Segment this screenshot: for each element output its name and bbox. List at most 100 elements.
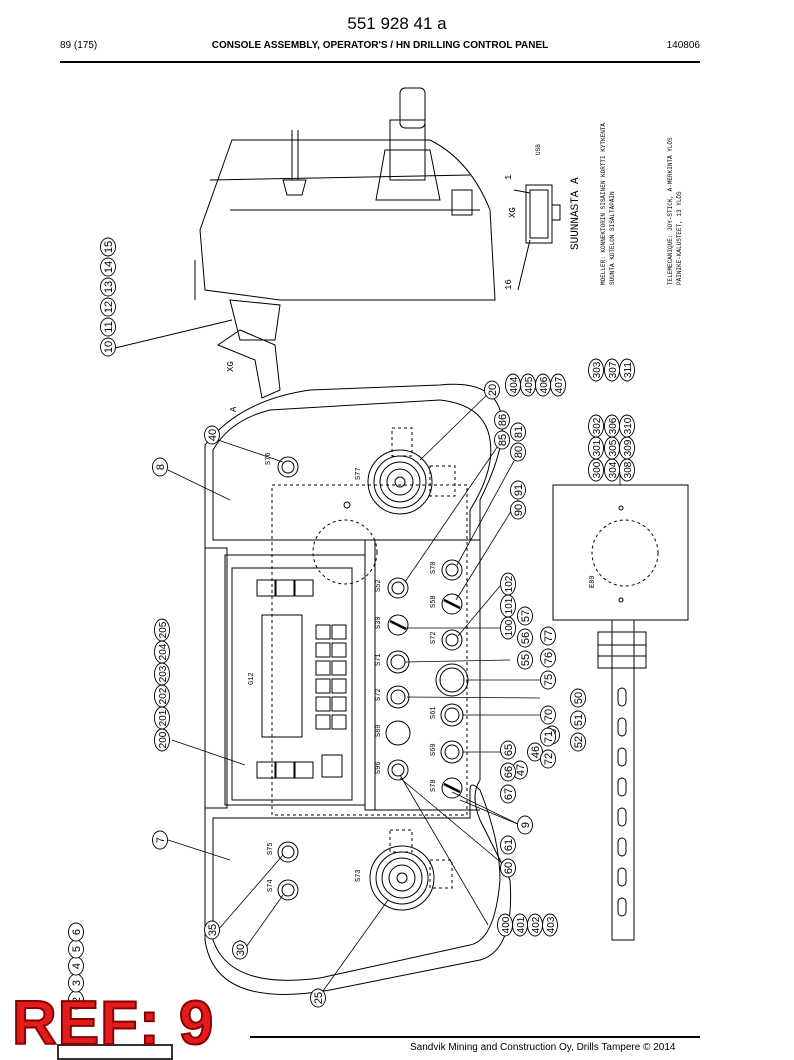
callout-label: 406 — [539, 376, 550, 393]
callout-label: 302 — [592, 417, 603, 434]
callout-label: 75 — [543, 674, 555, 686]
callout-label: 7 — [155, 837, 167, 843]
callout-label: 12 — [103, 301, 115, 313]
callout-35: 35 — [204, 920, 220, 940]
label-s73: S73 — [355, 869, 363, 882]
note-line-1: MOELLER: KONNEKTORIN SISÄINEN KORTTI KYT… — [600, 123, 607, 285]
button-s75 — [277, 841, 299, 863]
document-number: 551 928 41 a — [347, 14, 447, 33]
label-s74: S74 — [267, 879, 275, 892]
callout-310: 310 — [619, 414, 635, 438]
callout-301: 301 — [588, 436, 604, 460]
display-g12 — [256, 579, 347, 779]
callout-13: 13 — [100, 277, 116, 297]
label-e80: E80 — [589, 575, 597, 588]
callout-label: 403 — [546, 916, 557, 933]
callout-label: 72 — [543, 753, 555, 765]
callout-label: 5 — [71, 946, 83, 952]
label-a: A — [229, 406, 239, 412]
callout-307: 307 — [604, 358, 620, 382]
callout-label: 300 — [592, 461, 603, 478]
callout-label: 306 — [608, 417, 619, 434]
callout-label: 46 — [530, 746, 542, 758]
callout-label: 8 — [155, 464, 167, 470]
callout-label: 25 — [313, 992, 325, 1004]
callout-406: 406 — [535, 373, 551, 397]
callout-label: 202 — [158, 687, 169, 704]
callout-label: 102 — [504, 575, 515, 592]
callout-203: 203 — [154, 662, 170, 686]
callout-label: 52 — [573, 736, 585, 748]
callout-308: 308 — [619, 458, 635, 482]
callout-61: 61 — [500, 835, 516, 855]
connector-xg — [513, 184, 561, 291]
callout-91: 91 — [510, 480, 526, 500]
callout-label: 402 — [531, 916, 542, 933]
callout-label: 81 — [513, 426, 525, 438]
callout-201: 201 — [154, 706, 170, 730]
callout-14: 14 — [100, 257, 116, 277]
callout-6: 6 — [68, 922, 84, 942]
callout-label: 6 — [71, 929, 83, 935]
control-panel-outline — [204, 383, 512, 995]
callout-76: 76 — [540, 648, 556, 668]
callout-60: 60 — [500, 858, 516, 878]
callout-11: 11 — [100, 317, 116, 337]
callout-label: 200 — [158, 731, 169, 748]
callout-label: 204 — [158, 643, 169, 660]
callout-401: 401 — [512, 913, 528, 937]
callout-label: 86 — [497, 414, 509, 426]
callout-label: 308 — [623, 461, 634, 478]
callout-405: 405 — [520, 373, 536, 397]
callout-77: 77 — [540, 626, 556, 646]
label-pin16: 16 — [504, 279, 514, 290]
callout-label: 305 — [608, 439, 619, 456]
callout-label: 100 — [504, 619, 515, 636]
callout-label: 404 — [509, 376, 520, 393]
callout-306: 306 — [604, 414, 620, 438]
callout-205: 205 — [154, 618, 170, 642]
callout-51: 51 — [570, 710, 586, 730]
callout-label: 407 — [554, 376, 565, 393]
callout-label: 30 — [235, 944, 247, 956]
callout-400: 400 — [497, 913, 513, 937]
callout-label: 66 — [503, 766, 515, 778]
callout-label: 20 — [487, 384, 499, 396]
label-usb: USB — [535, 144, 542, 155]
label-s80: S80 — [375, 724, 383, 737]
callout-label: 47 — [515, 764, 527, 776]
header-rule — [60, 61, 700, 63]
callout-label: 311 — [623, 362, 634, 378]
callout-label: 203 — [158, 665, 169, 682]
callout-65: 65 — [500, 740, 516, 760]
joystick-s73 — [369, 829, 453, 911]
callout-label: 309 — [623, 439, 634, 456]
callout-label: 4 — [71, 963, 83, 969]
callout-309: 309 — [619, 436, 635, 460]
note-line-2: SUUNTA KOTELON SISÄLTÄPÄIN — [609, 191, 616, 285]
callout-311: 311 — [619, 358, 635, 382]
callout-46: 46 — [527, 742, 543, 762]
callout-label: 50 — [573, 692, 585, 704]
callout-101: 101 — [500, 594, 516, 618]
callout-label: 401 — [516, 916, 527, 933]
callout-label: 70 — [543, 709, 555, 721]
label-s30: S30 — [375, 616, 383, 629]
callout-47: 47 — [512, 760, 528, 780]
callout-label: 2 — [71, 997, 83, 1003]
callout-80: 80 — [510, 442, 526, 462]
label-s72a: S72 — [430, 631, 438, 644]
callout-label: 15 — [103, 241, 115, 253]
callout-label: 76 — [543, 652, 555, 664]
leader-lines — [167, 389, 621, 999]
callout-100: 100 — [500, 616, 516, 640]
callout-label: 304 — [608, 461, 619, 478]
callout-label: 60 — [503, 862, 515, 874]
label-s60: S60 — [430, 743, 438, 756]
callout-label: 405 — [524, 376, 535, 393]
callout-403: 403 — [542, 913, 558, 937]
section-title: SUUNNASTA A — [570, 177, 582, 250]
footer-copyright: Sandvik Mining and Construction Oy, Dril… — [410, 1042, 676, 1053]
callout-label: 101 — [504, 597, 515, 614]
callout-label: 10 — [103, 341, 115, 353]
